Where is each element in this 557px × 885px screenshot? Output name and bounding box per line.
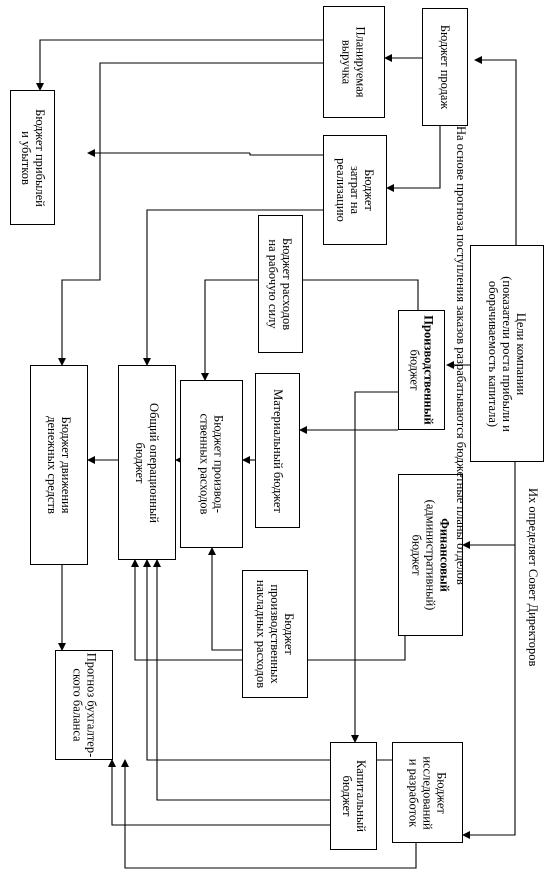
arrow-sales-to-expense xyxy=(386,122,441,192)
arrow-goals-to-sales xyxy=(474,56,517,245)
cash-flow-budget-label: Бюджет движения денежных средств xyxy=(45,416,74,514)
labor-budget-label: Бюджет расходов на рабочую силу xyxy=(266,237,295,331)
line-production-to-labor xyxy=(305,279,419,310)
board-defines-label: Их определяет Совет Директоров xyxy=(526,488,540,667)
profit-loss-budget-label: Бюджет прибылей и убытков xyxy=(18,108,47,207)
sales-expense-budget-box: Бюджет затрат на реализацию xyxy=(323,135,387,245)
sales-budget-box: Бюджет продаж xyxy=(422,8,468,126)
arrow-research-to-balance xyxy=(121,759,417,869)
balance-forecast-box: Прогноз бухгалтер- ского баланса xyxy=(55,650,113,760)
arrow-production-to-capital xyxy=(351,391,398,743)
cash-flow-budget-box: Бюджет движения денежных средств xyxy=(30,365,88,565)
arrow-capital-to-operating xyxy=(153,559,330,801)
overhead-budget-label: Бюджет производственных накладных расход… xyxy=(254,579,296,689)
capital-budget-label: Капитальный бюджет xyxy=(339,760,368,832)
arrow-revenue-to-profit xyxy=(36,39,323,91)
general-operating-budget-label: Общий операционный бюджет xyxy=(133,402,161,523)
profit-loss-budget-box: Бюджет прибылей и убытков xyxy=(10,90,55,225)
material-budget-box: Материальный бюджет xyxy=(255,373,300,528)
production-budget-bold: Производственный xyxy=(421,315,436,425)
company-goals-box: Цели компании (показатели роста прибыли … xyxy=(470,245,544,462)
financial-budget-bold: Финансовый xyxy=(437,518,452,592)
general-operating-budget-box: Общий операционный бюджет xyxy=(118,365,176,560)
arrow-expense-to-operating xyxy=(143,209,323,366)
company-goals-label: Цели компании (показатели роста прибыли … xyxy=(486,275,529,432)
sales-expense-budget-label: Бюджет затрат на реализацию xyxy=(334,158,376,222)
arrow-overhead-to-prodexp xyxy=(208,547,242,651)
overhead-budget-box: Бюджет производственных накладных расход… xyxy=(242,570,308,698)
labor-budget-box: Бюджет расходов на рабочую силу xyxy=(258,215,303,353)
production-budget-rest: бюджет xyxy=(407,349,422,391)
production-expense-budget-label: Бюджет производ- ственных расходов xyxy=(197,413,226,515)
planned-revenue-label: Планируемая выручка xyxy=(340,26,369,98)
financial-budget-rest: (административный) бюджет xyxy=(409,499,438,611)
sales-budget-label: Бюджет продаж xyxy=(438,24,453,110)
arrow-research-to-operating xyxy=(143,559,392,761)
material-budget-label: Материальный бюджет xyxy=(270,388,285,513)
line-expense-to-profit xyxy=(249,153,323,156)
arrow-goals-to-financial xyxy=(462,462,516,549)
balance-forecast-label: Прогноз бухгалтер- ского баланса xyxy=(70,652,98,758)
arrow-revenue-to-cashflow xyxy=(58,62,323,366)
production-expense-budget-box: Бюджет производ- ственных расходов xyxy=(180,380,243,548)
capital-budget-box: Капитальный бюджет xyxy=(330,742,377,850)
arrow-goals-to-research xyxy=(462,545,516,839)
financial-budget-box: Финансовый(административный) бюджет xyxy=(398,474,463,636)
forecast-basis-label: На основе прогноза поступления заказов р… xyxy=(454,126,468,585)
research-budget-label: Бюджет исследований и разработок xyxy=(406,755,449,830)
arrow-capital-to-balance xyxy=(108,759,330,826)
research-budget-box: Бюджет исследований и разработок xyxy=(392,742,463,843)
financial-budget-label: Финансовый(административный) бюджет xyxy=(410,500,452,611)
planned-revenue-box: Планируемая выручка xyxy=(323,6,385,118)
